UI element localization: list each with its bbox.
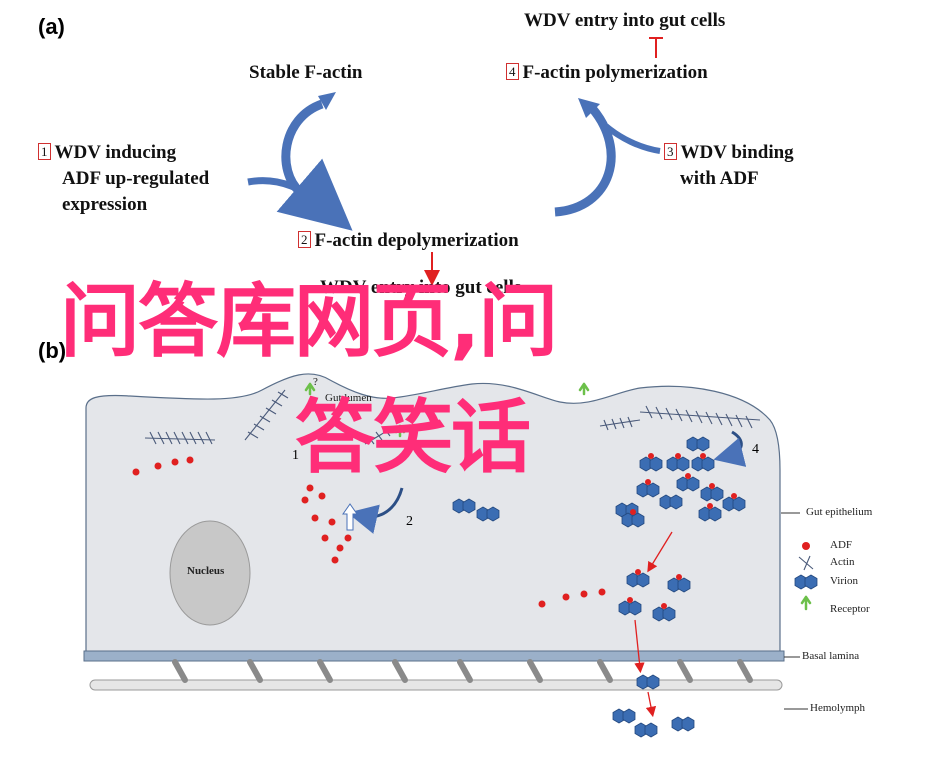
virion-adf-markers [627, 453, 737, 609]
inhibition-bar [649, 37, 663, 58]
adf-dots [132, 456, 606, 608]
step1-text-line2: ADF up-regulated [62, 168, 210, 189]
nucleus-label: Nucleus [187, 565, 225, 577]
step1-number: 1 [38, 143, 51, 160]
step-2-number: 2 [406, 514, 413, 529]
receptors [304, 382, 590, 438]
question-mark: ? [313, 376, 318, 388]
gut-lumen-label: Gut lumen [325, 392, 372, 404]
watermark-line1: 问答库网页,问 [60, 275, 558, 368]
legend-receptor: Receptor [830, 603, 870, 615]
top-entry-label: WDV entry into gut cells [524, 10, 726, 31]
basal-lamina [83, 650, 785, 662]
panel-a-label: (a) [38, 14, 65, 39]
step4-text: F-actin polymerization [522, 62, 708, 83]
stable-factin-label: Stable F-actin [249, 62, 363, 83]
step1-text-line1: WDV inducing [54, 142, 177, 163]
right-cycle-arrow [554, 98, 661, 217]
step3-text-line1: WDV binding [680, 142, 794, 163]
legend-virion: Virion [830, 575, 859, 587]
leader-lines [781, 512, 808, 710]
step2-number: 2 [298, 231, 311, 248]
step4-number: 4 [506, 63, 519, 80]
hemolymph-membrane [89, 679, 783, 691]
watermark-line2: 答笑话 [295, 391, 531, 484]
step-1-number: 1 [292, 448, 299, 463]
step3-number: 3 [664, 143, 677, 160]
basal-lamina-label: Basal lamina [802, 650, 860, 662]
gut-epithelium-label: Gut epithelium [806, 506, 873, 518]
legend-adf: ADF [830, 539, 853, 551]
bottom-entry-label: WDV entry into gut cells [320, 277, 522, 298]
legend-symbols [795, 542, 817, 611]
nucleus [169, 520, 251, 626]
step3-text-line2: with ADF [680, 168, 759, 189]
step-4-number: 4 [752, 442, 759, 457]
panel-b-label: (b) [38, 338, 67, 363]
cycle-arrow-4 [713, 430, 747, 467]
transport-arrows [634, 531, 673, 718]
actin-filaments [144, 389, 761, 445]
hemolymph-label: Hemolymph [810, 702, 865, 714]
step2-text: F-actin depolymerization [314, 230, 519, 251]
left-cycle-arrow [247, 92, 353, 231]
legend-actin: Actin [830, 556, 855, 568]
step1-text-line3: expression [62, 194, 148, 215]
upward-open-arrow [342, 503, 358, 531]
gut-epithelium-cell [85, 373, 781, 656]
cycle-arrow-2 [347, 487, 404, 534]
lamina-struts [172, 659, 753, 683]
